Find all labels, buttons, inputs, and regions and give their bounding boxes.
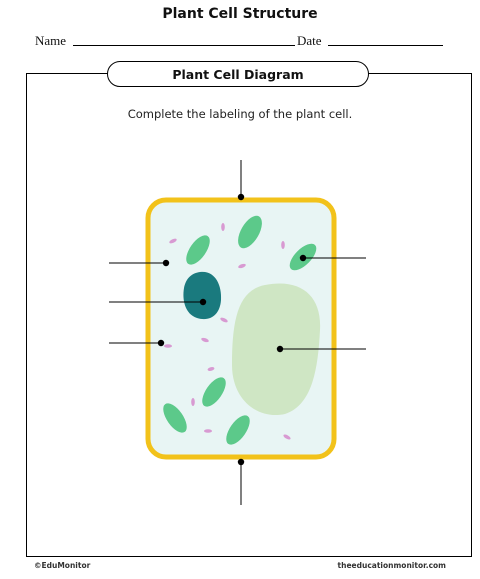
footer-website: theeducationmonitor.com xyxy=(337,561,446,570)
chloroplast xyxy=(226,415,250,445)
chloroplast xyxy=(202,377,226,407)
date-label: Date xyxy=(297,33,322,48)
chloroplast xyxy=(163,403,187,433)
name-field[interactable] xyxy=(73,45,295,46)
date-field[interactable] xyxy=(328,45,443,46)
label-lines xyxy=(109,160,366,505)
chloroplast xyxy=(238,215,262,249)
vacuole xyxy=(232,283,321,416)
instruction-text: Complete the labeling of the plant cell. xyxy=(127,107,353,121)
label-dots xyxy=(157,193,307,466)
name-label: Name xyxy=(35,33,67,48)
nucleus xyxy=(183,271,222,320)
granules xyxy=(164,223,291,440)
worksheet-title: Plant Cell Structure xyxy=(162,6,318,22)
chloroplast xyxy=(186,235,210,265)
section-title: Plant Cell Diagram xyxy=(107,61,369,87)
footer-brand: ©EduMonitor xyxy=(34,561,91,570)
